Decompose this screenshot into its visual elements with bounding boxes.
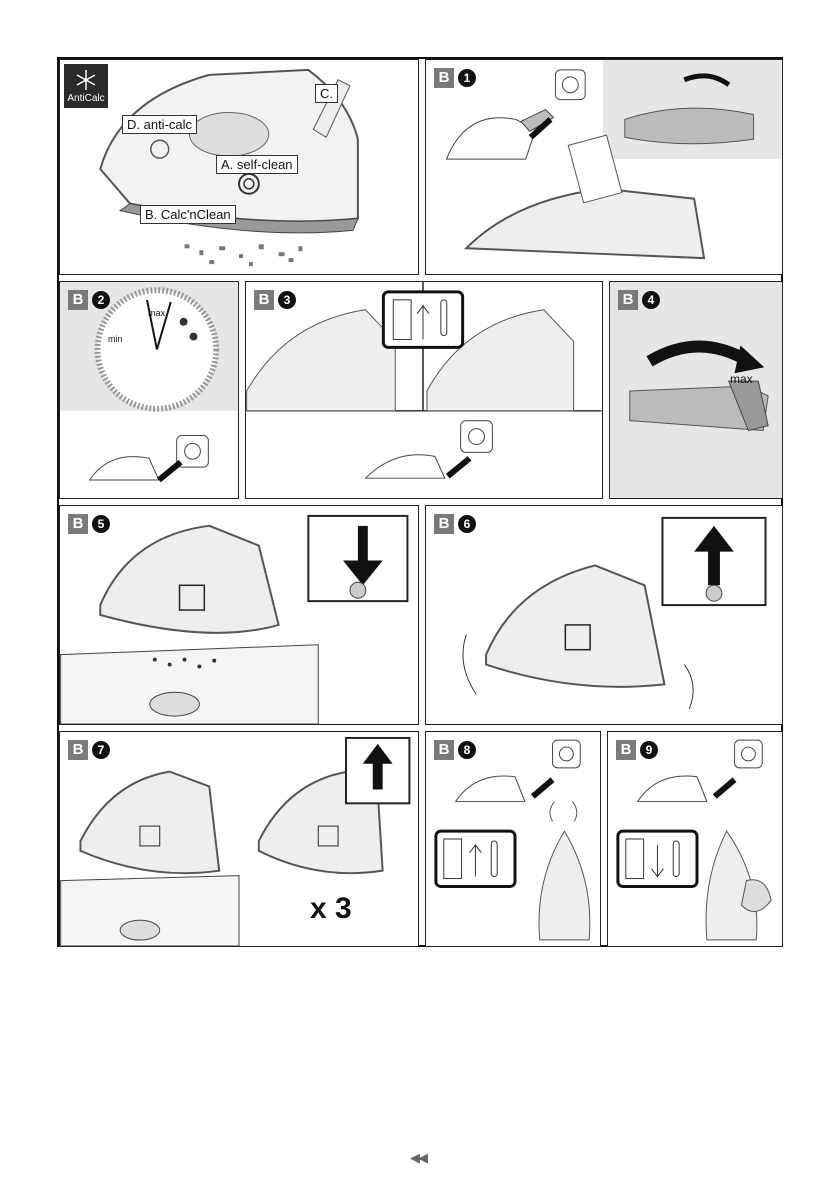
step-badge-2: B 2 xyxy=(68,290,110,310)
step-4-illustration xyxy=(629,340,769,432)
label-self-clean: A. self-clean xyxy=(216,155,298,174)
panel-step-5: B 5 xyxy=(59,505,419,725)
step-badge-3: B 3 xyxy=(254,290,296,310)
step-badge-9: B 9 xyxy=(616,740,658,760)
step-number: 5 xyxy=(92,515,110,533)
step-letter: B xyxy=(434,68,454,88)
step-7-illustration xyxy=(60,736,411,946)
step-badge-5: B 5 xyxy=(68,514,110,534)
step-number: 1 xyxy=(458,69,476,87)
panel-step-8: B 8 xyxy=(425,731,601,947)
panel-step-6: B 6 xyxy=(425,505,783,725)
label-calc-n-clean: B. Calc'nClean xyxy=(140,205,236,224)
step-number: 7 xyxy=(92,741,110,759)
step-number: 3 xyxy=(278,291,296,309)
steam-dial-illustration xyxy=(60,282,238,483)
panel-overview: AntiCalc C. D. anti-calc A. self-clean B… xyxy=(59,59,419,275)
label-anti-calc: D. anti-calc xyxy=(122,115,198,134)
step-5-illustration xyxy=(60,514,409,724)
step-6-illustration xyxy=(462,516,767,710)
step-letter: B xyxy=(68,740,88,760)
step-9-illustration xyxy=(616,739,772,941)
panel-step-4: B 4 max xyxy=(609,281,783,499)
step-letter: B xyxy=(434,740,454,760)
panel-step-9: B 9 xyxy=(607,731,783,947)
step-number: 4 xyxy=(642,291,660,309)
step-badge-8: B 8 xyxy=(434,740,476,760)
label-c: C. xyxy=(315,84,338,103)
step-letter: B xyxy=(254,290,274,310)
panel-step-2: B 2 min max xyxy=(59,281,239,499)
anticalc-logo: AntiCalc xyxy=(64,64,108,108)
page-nav-arrows[interactable]: ◀◀ xyxy=(410,1150,428,1165)
step-number: 6 xyxy=(458,515,476,533)
step-badge-7: B 7 xyxy=(68,740,110,760)
step-number: 8 xyxy=(458,741,476,759)
step-1-illustration xyxy=(445,60,782,260)
snowflake-icon xyxy=(76,70,96,90)
step-badge-6: B 6 xyxy=(434,514,476,534)
step-badge-1: B 1 xyxy=(434,68,476,88)
step-badge-4: B 4 xyxy=(618,290,660,310)
instruction-frame: AntiCalc C. D. anti-calc A. self-clean B… xyxy=(57,57,783,947)
repeat-count: x 3 xyxy=(310,892,352,925)
step-letter: B xyxy=(434,514,454,534)
panel-step-1: B 1 xyxy=(425,59,783,275)
panel-step-3: B 3 xyxy=(245,281,603,499)
step-letter: B xyxy=(68,514,88,534)
steam-max-label: max xyxy=(730,372,753,386)
step-letter: B xyxy=(616,740,636,760)
step-letter: B xyxy=(68,290,88,310)
dial-min-label: min xyxy=(108,334,123,344)
step-letter: B xyxy=(618,290,638,310)
logo-text: AntiCalc xyxy=(67,93,105,104)
step-number: 2 xyxy=(92,291,110,309)
step-8-illustration xyxy=(434,739,591,941)
panel-step-7: B 7 x 3 xyxy=(59,731,419,947)
step-3-illustration xyxy=(246,282,602,479)
step-number: 9 xyxy=(640,741,658,759)
dial-max-label: max xyxy=(148,308,166,318)
